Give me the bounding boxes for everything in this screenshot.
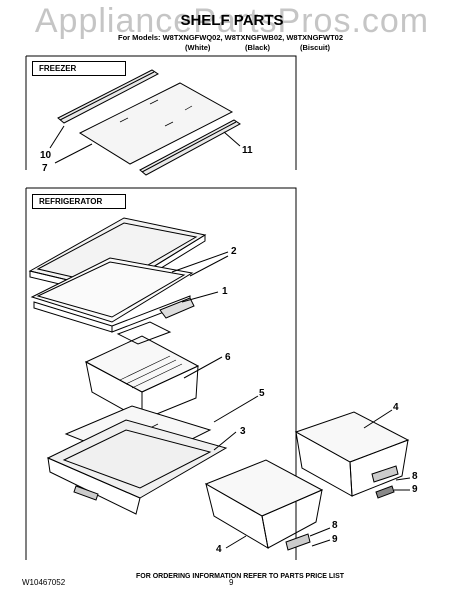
crisper-drawer-left [204,459,324,551]
callout-5: 5 [259,388,265,399]
fridge-shelf-support [33,295,195,333]
color-black: (Black) [245,43,271,52]
ordering-info: FOR ORDERING INFORMATION REFER TO PARTS … [136,573,345,580]
freezer-shelf-rear-trim [139,119,241,176]
fridge-shelf-glass-upper [30,257,194,323]
color-biscuit: (Biscuit) [300,43,330,52]
callout-8-right: 8 [412,471,418,482]
callout-9-bottom: 9 [332,534,338,545]
freezer-glass-shelf [78,82,234,165]
watermark: AppliancePartsPros.com [34,2,430,40]
models-line: For Models: W8TXNGFWQ02, W8TXNGFWB02, W8… [118,33,344,42]
page-title: SHELF PARTS [180,12,284,29]
color-white: (White) [185,43,211,52]
freezer-shelf-front-trim [57,69,159,124]
callout-7: 7 [42,163,48,174]
crisper-cover-frame [46,419,228,515]
section-label-freezer: FREEZER [32,61,126,76]
callout-11: 11 [242,145,253,156]
callout-2: 2 [231,246,237,257]
callout-1: 1 [222,286,228,297]
callout-4-right: 4 [393,402,399,413]
crisper-drawer-right [294,411,410,497]
callout-3: 3 [240,426,246,437]
section-label-refrigerator: REFRIGERATOR [32,194,126,209]
document-number: W10467052 [22,578,66,587]
drawer-slide-parts-right [375,485,395,499]
callout-8-bottom: 8 [332,520,338,531]
crisper-drawer-upper [84,321,200,421]
callout-6: 6 [225,352,231,363]
section-frames [25,55,297,560]
page-number: 9 [229,578,234,587]
callout-10: 10 [40,150,52,161]
callout-4-bottom: 4 [216,544,222,555]
callout-9-right: 9 [412,484,418,495]
